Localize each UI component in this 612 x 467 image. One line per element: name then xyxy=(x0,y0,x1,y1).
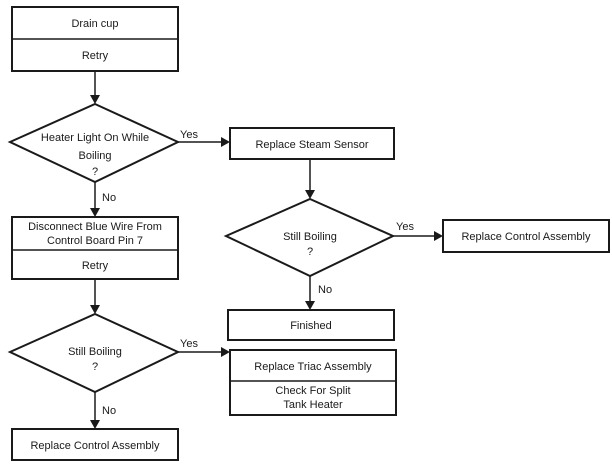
still-boiling-right-line1: Still Boiling xyxy=(283,231,337,243)
edge-label-still-left-yes: Yes xyxy=(180,338,198,350)
arrowhead xyxy=(305,190,315,199)
finished-label: Finished xyxy=(290,320,332,332)
replace-control-assembly-right-box xyxy=(442,219,610,253)
edge-label-still-right-yes: Yes xyxy=(396,221,414,233)
heater-light-line3: ? xyxy=(92,166,98,178)
edge-label-heater-no: No xyxy=(102,192,116,204)
still-boiling-left-line1: Still Boiling xyxy=(68,346,122,358)
check-split-line1: Check For Split xyxy=(275,385,350,397)
disconnect-line1: Disconnect Blue Wire From xyxy=(28,221,162,233)
heater-light-line2: Boiling xyxy=(78,150,111,162)
arrowhead xyxy=(90,208,100,217)
still-boiling-left-decision: Still Boiling ? xyxy=(7,312,181,394)
replace-steam-sensor-box xyxy=(229,127,395,160)
replace-control-assembly-right-node: Replace Control Assembly xyxy=(442,219,610,253)
edge-label-still-left-no: No xyxy=(102,405,116,417)
still-boiling-right-decision: Still Boiling ? xyxy=(223,197,396,278)
arrowhead xyxy=(221,347,230,357)
edge-label-still-right-no: No xyxy=(318,284,332,296)
disconnect-line2: Control Board Pin 7 xyxy=(47,235,143,247)
finished-node: Finished xyxy=(227,309,395,341)
still-boiling-right-line2: ? xyxy=(307,246,313,258)
drain-cup-label: Drain cup xyxy=(71,18,118,30)
still-boiling-left-line2: ? xyxy=(92,361,98,373)
heater-light-decision: Heater Light On While Boiling ? xyxy=(7,102,181,184)
retry-label-2: Retry xyxy=(82,260,109,272)
arrowhead xyxy=(90,305,100,314)
arrowhead xyxy=(305,301,315,310)
check-split-line2: Tank Heater xyxy=(283,399,343,411)
replace-steam-sensor-label: Replace Steam Sensor xyxy=(255,139,368,151)
finished-box xyxy=(227,309,395,341)
edge-label-heater-yes: Yes xyxy=(180,129,198,141)
replace-control-assembly-right-label: Replace Control Assembly xyxy=(461,231,591,243)
replace-triac-assembly-box xyxy=(229,349,397,416)
retry-label-1: Retry xyxy=(82,50,109,62)
arrowhead xyxy=(90,95,100,104)
heater-light-line1: Heater Light On While xyxy=(41,132,149,144)
replace-control-assembly-left-node: Replace Control Assembly xyxy=(11,428,179,461)
arrowhead xyxy=(434,231,443,241)
replace-steam-sensor-node: Replace Steam Sensor xyxy=(229,127,395,160)
disconnect-blue-wire-box xyxy=(11,216,179,280)
disconnect-blue-wire-node: Disconnect Blue Wire From Control Board … xyxy=(11,216,179,280)
replace-control-assembly-left-label: Replace Control Assembly xyxy=(30,440,160,452)
replace-triac-assembly-label: Replace Triac Assembly xyxy=(254,361,372,373)
drain-cup-node: Drain cup Retry xyxy=(11,6,179,72)
arrowhead xyxy=(90,420,100,429)
arrowhead xyxy=(221,137,230,147)
replace-triac-assembly-node: Replace Triac Assembly Check For Split T… xyxy=(229,349,397,416)
replace-control-assembly-left-box xyxy=(11,428,179,461)
